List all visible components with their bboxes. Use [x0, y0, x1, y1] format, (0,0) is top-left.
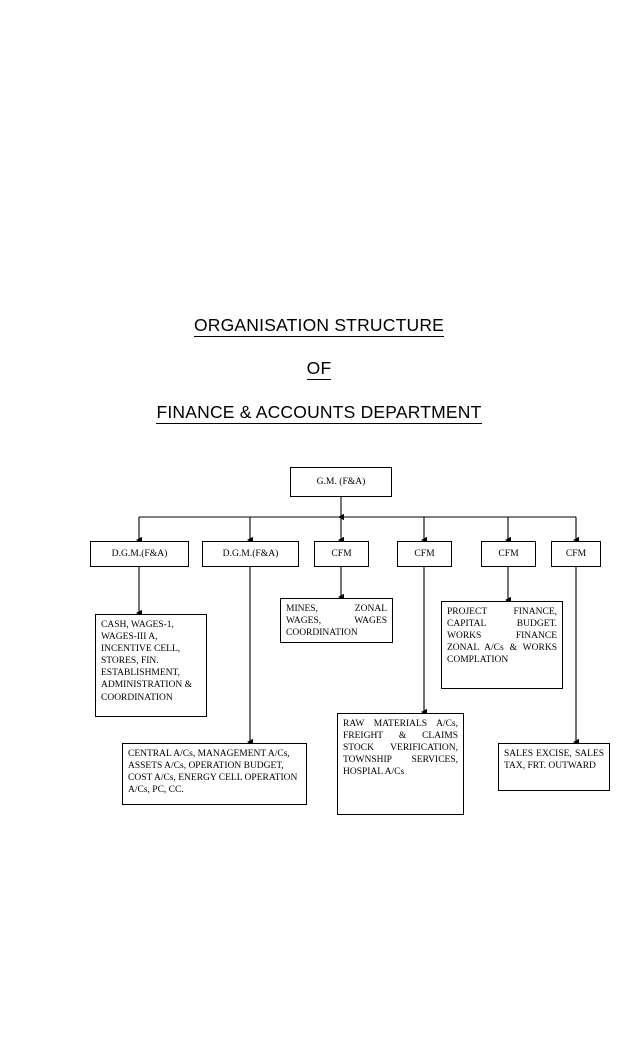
title-line-2: OF — [0, 358, 638, 381]
detail-box-dgm-2-text: CENTRAL A/Cs, MANAGEMENT A/Cs, ASSETS A/… — [128, 749, 298, 796]
node-cfm-2-label: CFM — [414, 548, 435, 560]
node-cfm-1-label: CFM — [331, 548, 352, 560]
detail-box-cfm-1[interactable]: MINES, ZONAL WAGES, WAGES COORDINATION — [280, 598, 393, 643]
node-dgm-2-label: D.G.M.(F&A) — [222, 548, 279, 560]
detail-box-cfm-4[interactable]: SALES EXCISE, SALES TAX, FRT. OUTWARD — [498, 743, 610, 791]
title-line-2-text: OF — [306, 358, 332, 381]
title-line-3: FINANCE & ACCOUNTS DEPARTMENT — [0, 401, 638, 424]
node-gm-label: G.M. (F&A) — [316, 476, 366, 488]
detail-box-cfm-4-text: SALES EXCISE, SALES TAX, FRT. OUTWARD — [504, 749, 604, 772]
page-title: ORGANISATION STRUCTURE OF FINANCE & ACCO… — [0, 315, 638, 446]
detail-box-dgm-1-text: CASH, WAGES-1, WAGES-III A, INCENTIVE CE… — [101, 620, 193, 703]
node-cfm-4[interactable]: CFM — [551, 541, 601, 567]
detail-box-dgm-1[interactable]: CASH, WAGES-1, WAGES-III A, INCENTIVE CE… — [95, 614, 207, 717]
node-dgm-1[interactable]: D.G.M.(F&A) — [90, 541, 189, 567]
detail-box-cfm-3[interactable]: PROJECT FINANCE, CAPITAL BUDGET. WORKS F… — [441, 601, 563, 689]
detail-box-cfm-1-text: MINES, ZONAL WAGES, WAGES COORDINATION — [286, 604, 387, 639]
node-cfm-3[interactable]: CFM — [481, 541, 536, 567]
title-line-1-text: ORGANISATION STRUCTURE — [193, 315, 445, 337]
detail-box-dgm-2[interactable]: CENTRAL A/Cs, MANAGEMENT A/Cs, ASSETS A/… — [122, 743, 307, 805]
node-dgm-2[interactable]: D.G.M.(F&A) — [202, 541, 299, 567]
node-dgm-1-label: D.G.M.(F&A) — [111, 548, 168, 560]
title-line-3-text: FINANCE & ACCOUNTS DEPARTMENT — [156, 401, 482, 424]
node-cfm-3-label: CFM — [498, 548, 519, 560]
node-cfm-4-label: CFM — [565, 548, 587, 560]
node-gm[interactable]: G.M. (F&A) — [290, 467, 392, 497]
node-cfm-1[interactable]: CFM — [314, 541, 369, 567]
title-line-1: ORGANISATION STRUCTURE — [0, 315, 638, 337]
node-cfm-2[interactable]: CFM — [397, 541, 452, 567]
detail-box-cfm-2[interactable]: RAW MATERIALS A/Cs, FREIGHT & CLAIMS STO… — [337, 713, 464, 815]
detail-box-cfm-2-text: RAW MATERIALS A/Cs, FREIGHT & CLAIMS STO… — [343, 719, 458, 778]
detail-box-cfm-3-text: PROJECT FINANCE, CAPITAL BUDGET. WORKS F… — [447, 607, 557, 666]
